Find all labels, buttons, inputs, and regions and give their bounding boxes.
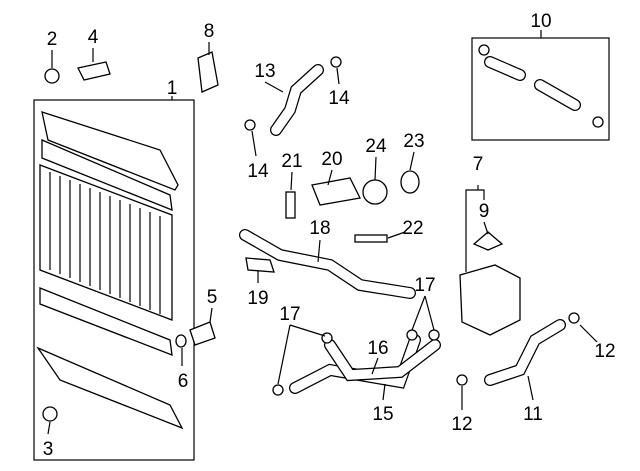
callout-14: 14 [328,88,350,109]
coolant-reservoir [459,264,521,336]
radiator-upper-tank [41,111,179,212]
callout-19: 19 [247,288,268,309]
callout-22: 22 [402,218,423,239]
kit-hoses [485,57,580,110]
callout-15: 15 [372,404,393,425]
lower-hose [485,320,565,385]
callout-10: 10 [530,11,551,32]
part-plug [42,406,58,422]
hose-clamps [244,44,604,396]
stud-22 [354,234,388,243]
callout-1: 1 [167,78,178,99]
callout-21: 21 [281,151,302,172]
part-cap [77,61,111,81]
callout-24: 24 [365,136,387,157]
callout-12: 12 [594,341,615,362]
callout-13: 13 [254,61,275,82]
reservoir-cap [472,231,504,251]
callout-11: 11 [523,404,543,425]
thermostat-gasket [400,170,420,194]
callout-17: 17 [414,275,435,296]
radiator-lower-tank [36,346,184,430]
callout-9: 9 [479,201,490,222]
bypass-hose-15 [290,335,420,393]
callout-12: 12 [451,414,472,435]
radiator-group-box [33,99,195,461]
radiator-gasket [39,287,173,357]
callout-5: 5 [207,287,218,308]
part-drain-cock [44,68,60,84]
part-o-ring [175,334,187,348]
callout-20: 20 [321,149,342,170]
water-inlet [311,177,361,206]
callout-8: 8 [204,21,215,42]
pipe-gasket [245,257,275,273]
callout-2: 2 [47,29,58,50]
radiator-core [39,164,173,321]
part-drain-valve [189,321,216,346]
callout-3: 3 [43,439,54,460]
water-pipe [240,230,415,298]
stud [285,191,296,219]
callout-14: 14 [247,161,269,182]
part-bracket [197,51,219,93]
bypass-hose-16 [325,340,440,380]
callout-23: 23 [403,131,424,152]
thermostat [362,179,388,205]
callout-4: 4 [88,27,99,48]
callout-18: 18 [309,218,330,239]
callout-17: 17 [279,304,300,325]
upper-hose [271,65,323,135]
callout-7: 7 [473,154,484,175]
callout-16: 16 [367,338,388,359]
leader-lines [47,42,598,435]
callout-6: 6 [178,371,189,392]
